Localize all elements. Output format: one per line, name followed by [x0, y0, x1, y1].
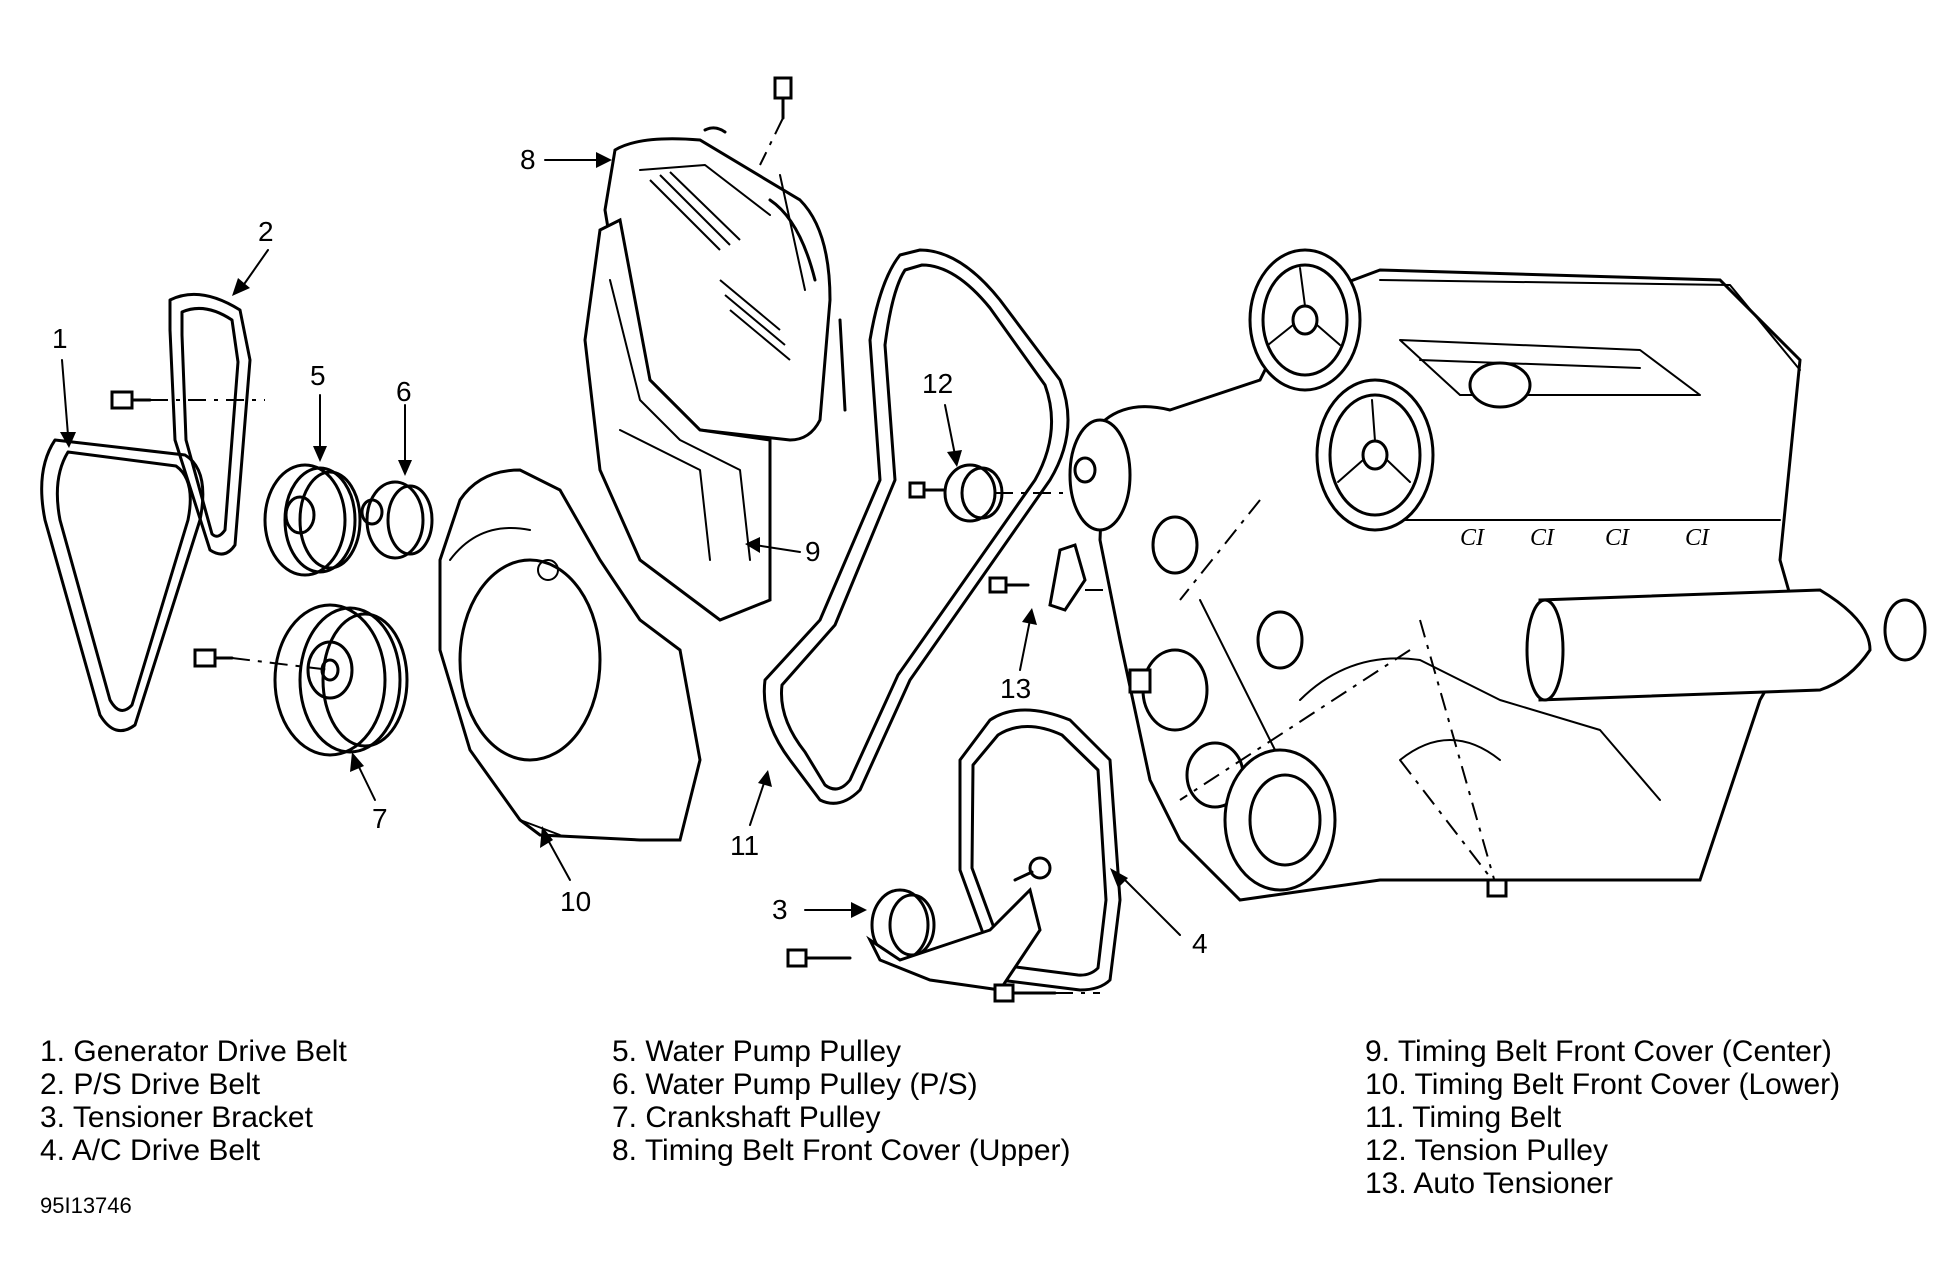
- ps-drive-belt: [168, 292, 252, 556]
- legend-item: 12. Tension Pulley: [1365, 1134, 1608, 1167]
- bolt-lower-right: [1486, 878, 1508, 898]
- legend-column-3: 9. Timing Belt Front Cover (Center) 10. …: [1365, 1035, 1840, 1200]
- tensioner-bracket: [786, 856, 1100, 1003]
- legend-item: 8. Timing Belt Front Cover (Upper): [612, 1134, 1071, 1167]
- oil-filler-cap: [1468, 361, 1532, 409]
- callout-7: 7: [372, 803, 388, 834]
- legend-item: 1. Generator Drive Belt: [40, 1035, 347, 1068]
- ac-drive-belt: [958, 708, 1122, 992]
- callout-5: 5: [310, 360, 326, 391]
- svg-text:CI: CI: [1685, 525, 1710, 551]
- water-pump-pulley: [263, 463, 362, 577]
- figure-id: 95I13746: [40, 1193, 132, 1218]
- cover-gasket-lower: [838, 318, 847, 412]
- legend-column-1: 1. Generator Drive Belt 2. P/S Drive Bel…: [40, 1035, 347, 1167]
- callout-9: 9: [805, 536, 821, 567]
- timing-belt-cover-lower: [438, 468, 702, 842]
- legend-item: 4. A/C Drive Belt: [40, 1134, 261, 1167]
- legend-item: 5. Water Pump Pulley: [612, 1035, 901, 1068]
- cam-sprocket-rear: [1248, 248, 1362, 392]
- svg-text:CI: CI: [1605, 525, 1630, 551]
- water-pump-pulley-ps: [360, 480, 434, 560]
- legend-column-2: 5. Water Pump Pulley 6. Water Pump Pulle…: [612, 1035, 1070, 1167]
- callout-8: 8: [520, 144, 536, 175]
- generator-drive-belt: [40, 438, 205, 733]
- callout-10: 10: [560, 886, 592, 917]
- timing-belt: [762, 248, 1070, 805]
- alignment-lines: [1179, 499, 1501, 901]
- callout-2: 2: [258, 216, 274, 247]
- callout-13: 13: [1000, 673, 1032, 704]
- callout-3: 3: [772, 894, 788, 925]
- engine-idler-pulleys: [1128, 515, 1337, 892]
- bolts-left: [110, 390, 331, 671]
- callout-6: 6: [396, 376, 412, 407]
- crankshaft-pulley: [273, 603, 409, 757]
- legend-item: 13. Auto Tensioner: [1365, 1167, 1613, 1200]
- timing-belt-cover-center: [583, 217, 772, 622]
- engine-block: CI CI CI CI: [1068, 268, 1927, 902]
- svg-text:CI: CI: [1530, 525, 1555, 551]
- legend-item: 7. Crankshaft Pulley: [612, 1101, 881, 1134]
- legend-item: 9. Timing Belt Front Cover (Center): [1365, 1035, 1832, 1068]
- cover-gasket-upper: [768, 198, 817, 282]
- legend-item: 2. P/S Drive Belt: [40, 1068, 261, 1101]
- exploded-engine-belt-diagram: CI CI CI CI: [40, 76, 1927, 1003]
- callout-1: 1: [52, 323, 68, 354]
- callout-4: 4: [1192, 928, 1208, 959]
- timing-belt-cover-upper: [603, 126, 832, 442]
- legend-item: 3. Tensioner Bracket: [40, 1101, 313, 1134]
- bolt-top: [759, 76, 793, 166]
- legend-item: 10. Timing Belt Front Cover (Lower): [1365, 1068, 1841, 1101]
- leader-lines: [60, 152, 1181, 936]
- auto-tensioner: [988, 543, 1200, 612]
- legend-item: 11. Timing Belt: [1365, 1101, 1562, 1134]
- svg-text:CI: CI: [1460, 525, 1485, 551]
- callout-11: 11: [730, 830, 760, 861]
- tension-pulley: [908, 463, 1160, 523]
- legend-item: 6. Water Pump Pulley (P/S): [612, 1068, 978, 1101]
- callout-12: 12: [922, 368, 954, 399]
- cam-sprocket-front: [1315, 378, 1435, 532]
